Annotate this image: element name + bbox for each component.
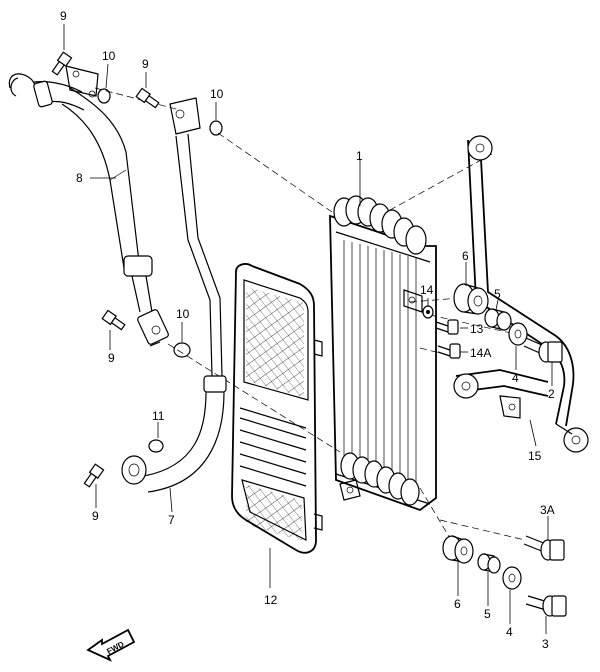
- part-label-9d: 9: [92, 509, 99, 523]
- spacer-lower: [477, 553, 501, 574]
- part-label-10a: 10: [102, 49, 116, 63]
- oil-cooler-core: [329, 195, 437, 512]
- fwd-arrow-icon: [86, 628, 136, 662]
- part-label-4b: 4: [506, 625, 513, 639]
- mounting-hardware: [422, 283, 567, 617]
- rubber-cushion-lower: [442, 535, 474, 564]
- part-label-8: 8: [76, 171, 83, 185]
- o-rings: [97, 88, 223, 453]
- part-label-3: 3: [542, 637, 549, 651]
- part-label-1: 1: [356, 149, 363, 163]
- bolt-14a: [437, 343, 461, 359]
- part-label-9c: 9: [108, 351, 115, 365]
- washer-14: [422, 305, 434, 319]
- bolt-3a: [523, 535, 565, 561]
- part-label-6a: 6: [462, 249, 469, 263]
- part-label-10b: 10: [210, 87, 224, 101]
- bolts-9: [51, 51, 160, 488]
- washer-upper: [508, 322, 528, 346]
- part-label-9a: 9: [60, 9, 67, 23]
- oil-hose-upper: [8, 65, 169, 347]
- part-label-5a: 5: [494, 287, 501, 301]
- part-label-13: 13: [470, 322, 484, 336]
- part-label-6b: 6: [454, 597, 461, 611]
- part-label-14: 14: [420, 283, 434, 297]
- bolt-13: [435, 319, 459, 335]
- part-label-11: 11: [152, 409, 165, 423]
- part-label-3a: 3A: [540, 503, 555, 517]
- bolt-3: [525, 595, 567, 617]
- part-label-10c: 10: [176, 307, 190, 321]
- part-label-15: 15: [528, 449, 542, 463]
- part-label-2: 2: [548, 387, 555, 401]
- rubber-cushion-upper: [453, 283, 489, 315]
- washer-lower: [502, 566, 522, 590]
- fwd-label: FWD: [105, 640, 126, 657]
- spacer-upper: [484, 308, 512, 331]
- part-label-4a: 4: [512, 371, 519, 385]
- leader-lines: [63, 24, 553, 634]
- oil-pipe-lower: [121, 97, 227, 493]
- part-label-9b: 9: [142, 57, 149, 71]
- part-label-7: 7: [168, 513, 175, 527]
- part-label-5b: 5: [484, 607, 491, 621]
- oil-cooler-guard: [231, 263, 323, 554]
- part-label-12: 12: [264, 593, 278, 607]
- part-labels: 1 2 3 3A 4 4 5 5 6 6 7 8 9 9 9 9 10 10 1…: [60, 9, 555, 651]
- fwd-badge: FWD: [86, 628, 136, 662]
- part-label-14a: 14A: [470, 346, 491, 360]
- bolt-2: [523, 337, 563, 363]
